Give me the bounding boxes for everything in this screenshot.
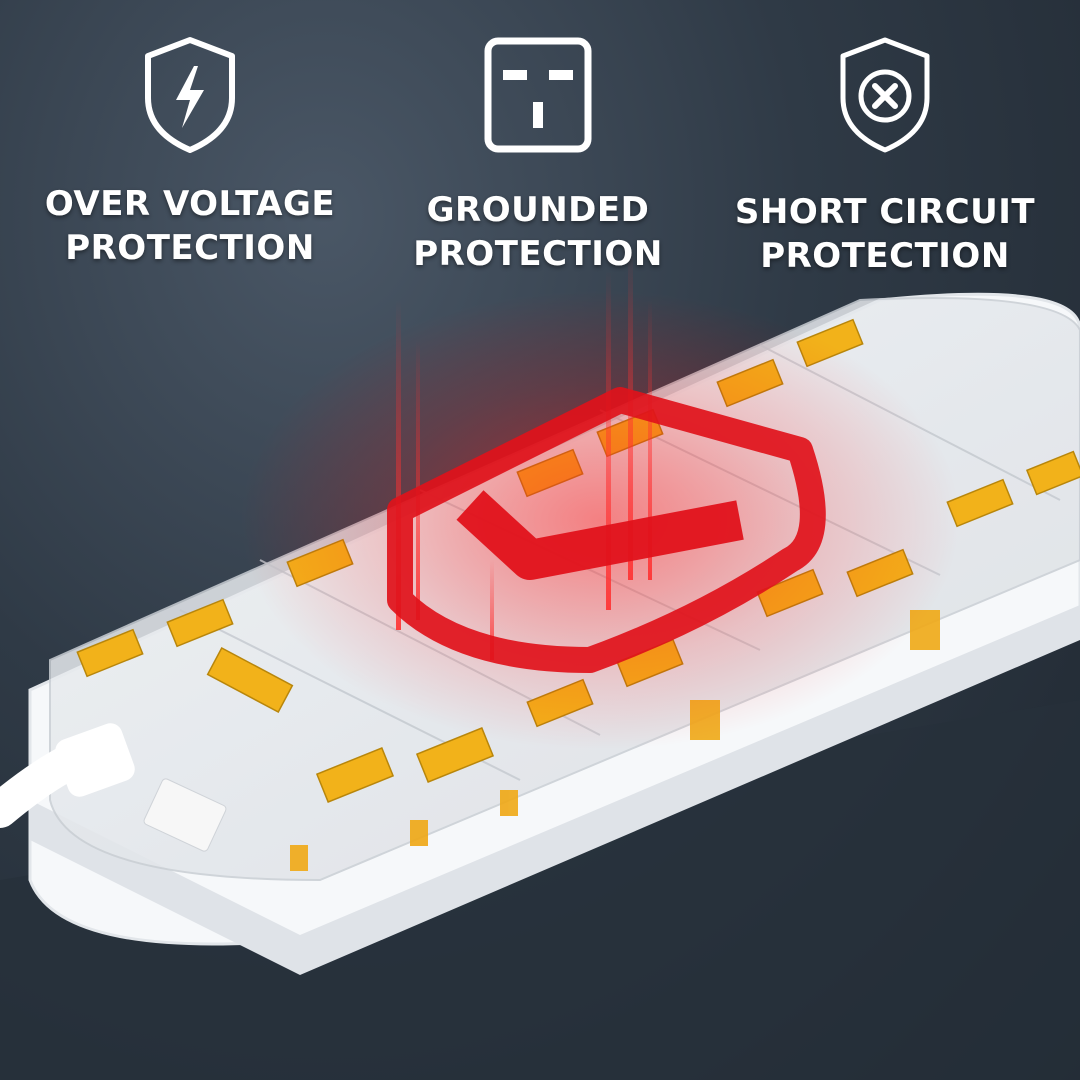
feature-label: SHORT CIRCUIT PROTECTION [734, 192, 1036, 276]
feature-short-circuit: SHORT CIRCUIT PROTECTION [705, 30, 1065, 278]
floor-reflection [0, 700, 1080, 1080]
feature-over-voltage: OVER VOLTAGE PROTECTION [10, 30, 370, 270]
lightning-shield-icon [10, 30, 370, 160]
red-glow [240, 290, 960, 750]
feature-grounded: GROUNDED PROTECTION [358, 30, 718, 276]
grounded-socket-icon [358, 30, 718, 160]
feature-label: GROUNDED PROTECTION [413, 190, 663, 274]
feature-row: OVER VOLTAGE PROTECTION GROUNDED PROTECT… [0, 30, 1080, 290]
power-switch [143, 778, 227, 852]
cord-plug [55, 723, 135, 797]
feature-label: OVER VOLTAGE PROTECTION [44, 184, 336, 268]
cross-shield-icon [705, 30, 1065, 160]
red-shield-check-icon [387, 387, 826, 673]
